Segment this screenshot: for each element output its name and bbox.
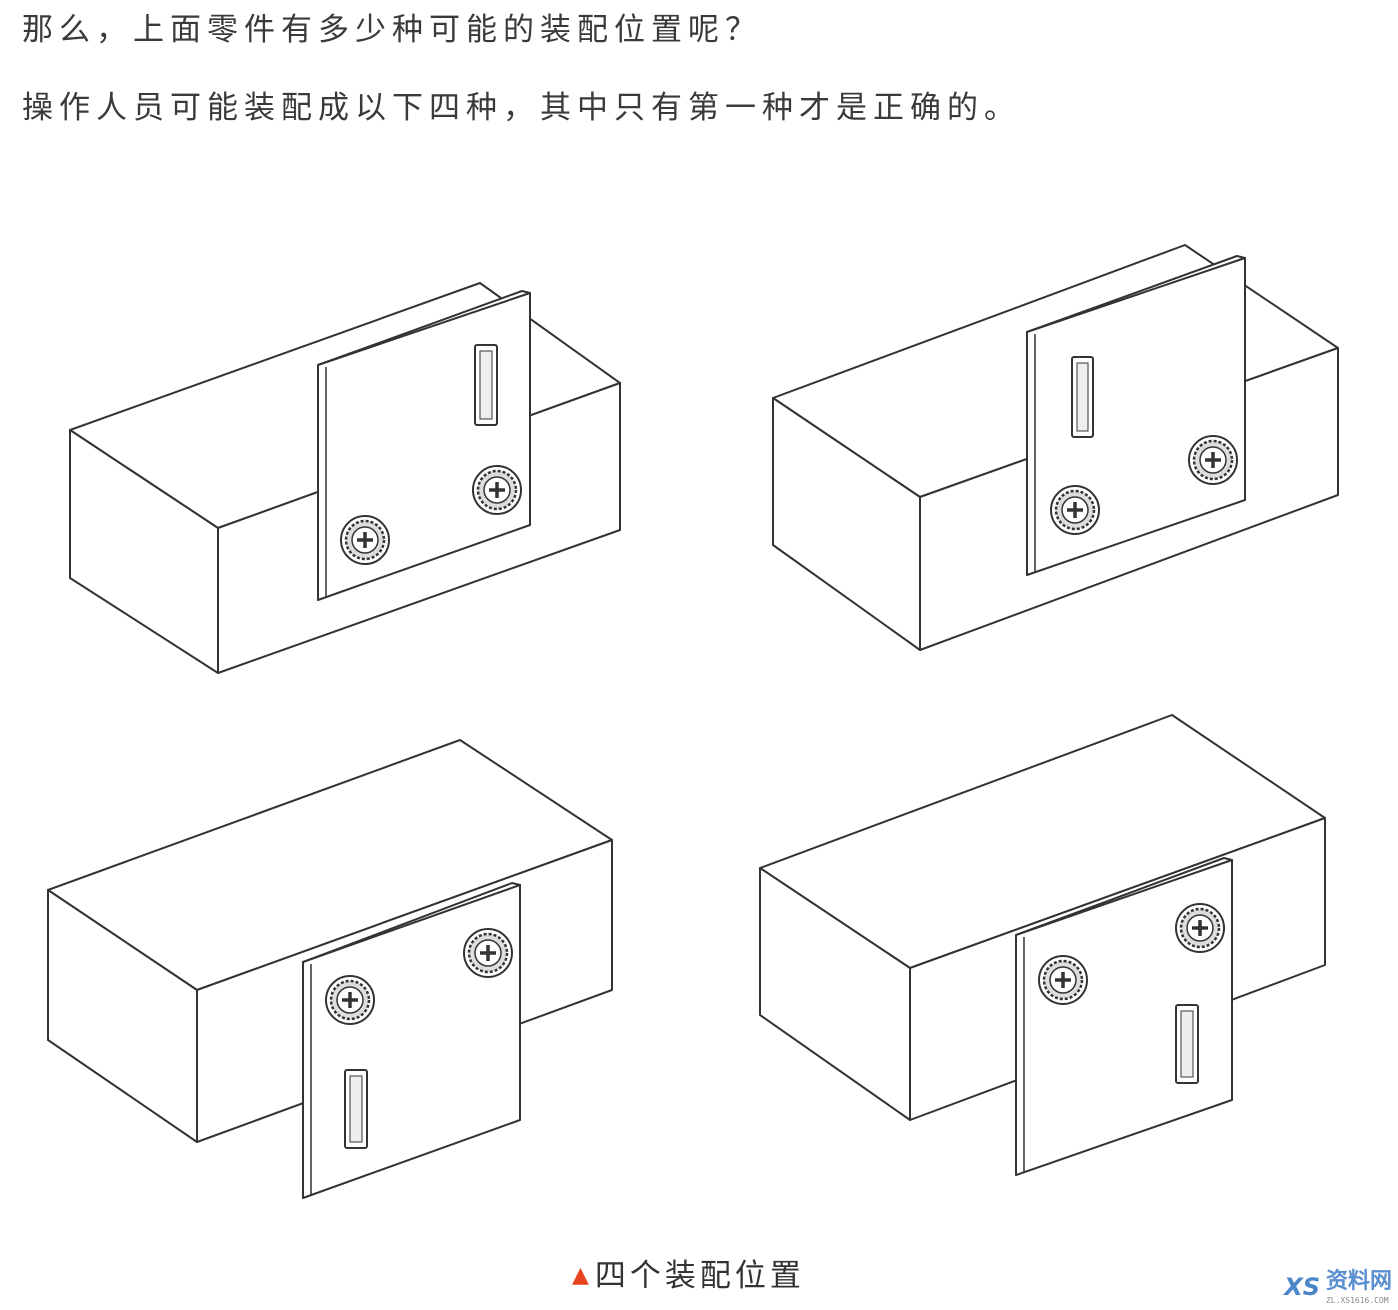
assembly-figure-4	[759, 714, 1326, 1176]
caption-text: 四个装配位置	[594, 1258, 805, 1294]
watermark-name: 资料网	[1325, 1269, 1392, 1294]
screw-icon	[1038, 955, 1088, 1005]
screw-icon	[1050, 485, 1100, 535]
screw-icon	[463, 928, 513, 978]
slot-inner	[1076, 362, 1089, 432]
slot-inner	[349, 1075, 363, 1143]
answer-text: 操作人员可能装配成以下四种，其中只有第一种才是正确的。	[22, 90, 1021, 126]
screw-icon	[1175, 903, 1225, 953]
screw-icon	[340, 515, 390, 565]
screw-icon	[1188, 435, 1238, 485]
assembly-figure-1	[69, 282, 621, 674]
figure-caption: ▲四个装配位置	[572, 1254, 805, 1298]
assembly-figure-2	[772, 244, 1339, 651]
screw-icon	[325, 975, 375, 1025]
slot-inner	[1180, 1010, 1194, 1078]
watermark-url: ZL.XS1616.COM	[1325, 1296, 1389, 1305]
question-text: 那么，上面零件有多少种可能的装配位置呢？	[22, 12, 762, 48]
screw-icon	[472, 465, 522, 515]
watermark-logo-mark: XS	[1284, 1273, 1320, 1301]
watermark-logo: XS 资料网 ZL.XS1616.COM	[1284, 1268, 1392, 1306]
triangle-marker-icon: ▲	[572, 1263, 589, 1288]
assembly-figure-3	[47, 739, 613, 1199]
slot-inner	[479, 350, 493, 420]
